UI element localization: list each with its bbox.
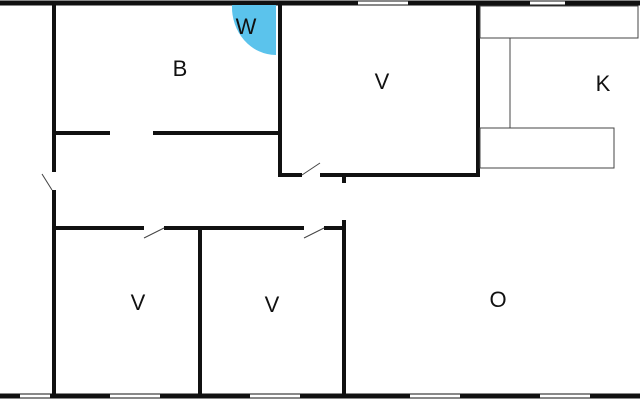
room-label-bedroom: B <box>173 56 188 81</box>
kitchen-counter-icon <box>479 5 639 39</box>
room-label-wc: W <box>236 14 257 39</box>
windows <box>20 1 590 398</box>
room-labels: B W V K V V O <box>131 14 611 317</box>
room-label-room-top: V <box>375 69 390 94</box>
kitchen-counter-icon <box>479 127 615 169</box>
kitchen-counters <box>479 5 639 169</box>
door-swing-icon <box>301 162 321 176</box>
room-label-bottom-mid: V <box>265 292 280 317</box>
doors <box>41 5 325 239</box>
door-swing-icon <box>143 227 165 239</box>
door-swing-icon <box>303 227 325 239</box>
door-arc-icon <box>231 5 276 56</box>
room-label-living: O <box>489 287 506 312</box>
room-label-kitchen: K <box>596 71 611 96</box>
interior-walls <box>52 3 480 396</box>
room-label-bottom-left: V <box>131 290 146 315</box>
door-swing-icon <box>41 173 53 191</box>
